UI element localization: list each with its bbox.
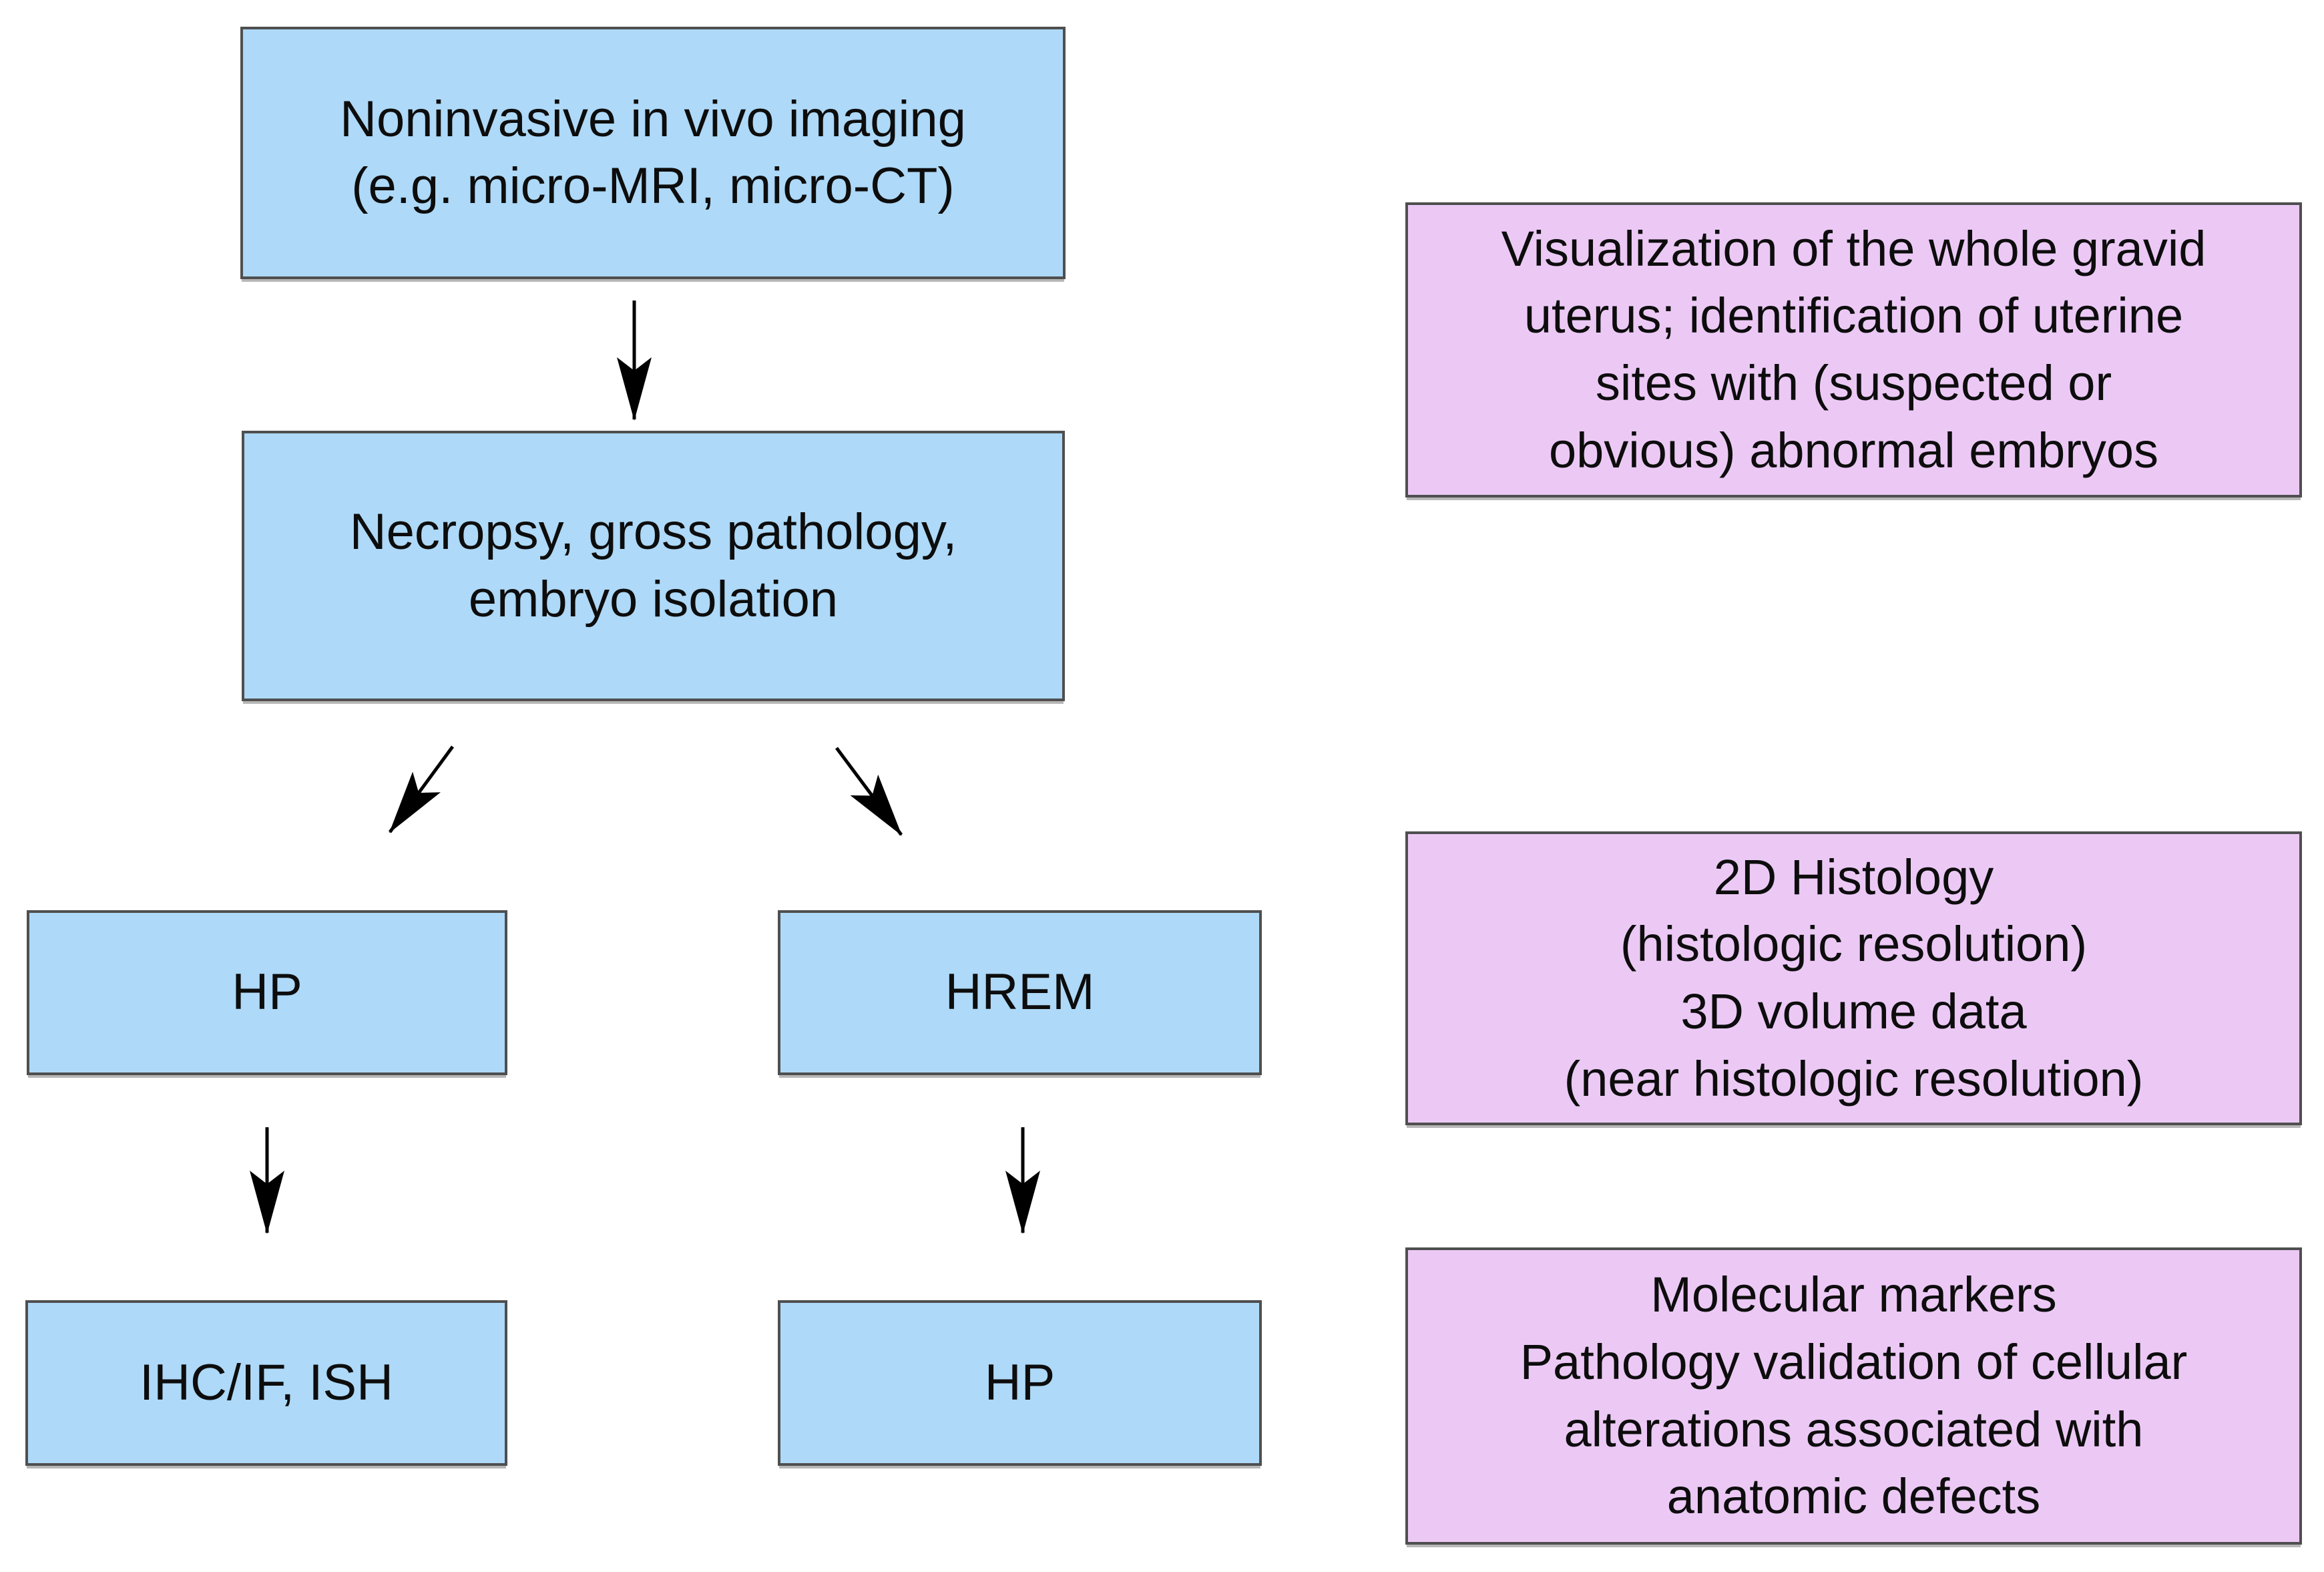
annotation-uterus-line4: obvious) abnormal embryos bbox=[1548, 422, 2159, 478]
annotation-histology-line2: (histologic resolution) bbox=[1620, 916, 2088, 972]
annotation-molecular-line1: Molecular markers bbox=[1650, 1267, 2057, 1323]
flow-box-hp-right-label: HP bbox=[984, 1354, 1056, 1411]
flow-box-noninvasive-imaging-line2: (e.g. micro-MRI, micro-CT) bbox=[351, 158, 955, 214]
arrow-necropsy-to-hp bbox=[388, 745, 455, 833]
flow-box-noninvasive-imaging-line1: Noninvasive in vivo imaging bbox=[340, 90, 966, 148]
annotation-molecular-line4: anatomic defects bbox=[1666, 1468, 2041, 1525]
flow-box-ihc-if-ish-label: IHC/IF, ISH bbox=[139, 1354, 394, 1411]
flow-box-ihc-if-ish: IHC/IF, ISH bbox=[25, 1300, 507, 1466]
annotation-box-histology: 2D Histology (histologic resolution) 3D … bbox=[1405, 831, 2302, 1125]
annotation-box-molecular-markers: Molecular markers Pathology validation o… bbox=[1405, 1247, 2302, 1545]
annotation-box-uterus-visualization: Visualization of the whole gravid uterus… bbox=[1405, 202, 2302, 498]
annotation-uterus-line2: uterus; identification of uterine bbox=[1524, 288, 2184, 344]
flow-box-necropsy-line2: embryo isolation bbox=[468, 570, 839, 628]
annotation-molecular-line3: alterations associated with bbox=[1564, 1401, 2144, 1457]
flow-box-necropsy-line1: Necropsy, gross pathology, bbox=[349, 504, 957, 561]
annotation-histology-line1: 2D Histology bbox=[1713, 849, 1994, 905]
flow-box-hp-right: HP bbox=[778, 1300, 1262, 1466]
flow-box-necropsy: Necropsy, gross pathology, embryo isolat… bbox=[242, 431, 1065, 701]
annotation-uterus-line3: sites with (suspected or bbox=[1595, 355, 2112, 411]
annotation-histology-line3: 3D volume data bbox=[1680, 984, 2027, 1039]
arrow-necropsy-to-hrem bbox=[835, 747, 903, 836]
annotation-histology-line4: (near histologic resolution) bbox=[1564, 1050, 2144, 1107]
annotation-uterus-line1: Visualization of the whole gravid bbox=[1501, 220, 2206, 276]
flow-box-hp-left-label: HP bbox=[232, 964, 302, 1021]
flow-box-hrem-label: HREM bbox=[945, 964, 1095, 1021]
flow-box-noninvasive-imaging: Noninvasive in vivo imaging (e.g. micro-… bbox=[240, 27, 1066, 279]
annotation-molecular-line2: Pathology validation of cellular bbox=[1520, 1334, 2188, 1390]
flow-box-hrem: HREM bbox=[778, 910, 1262, 1075]
flow-box-hp-left: HP bbox=[27, 910, 507, 1075]
